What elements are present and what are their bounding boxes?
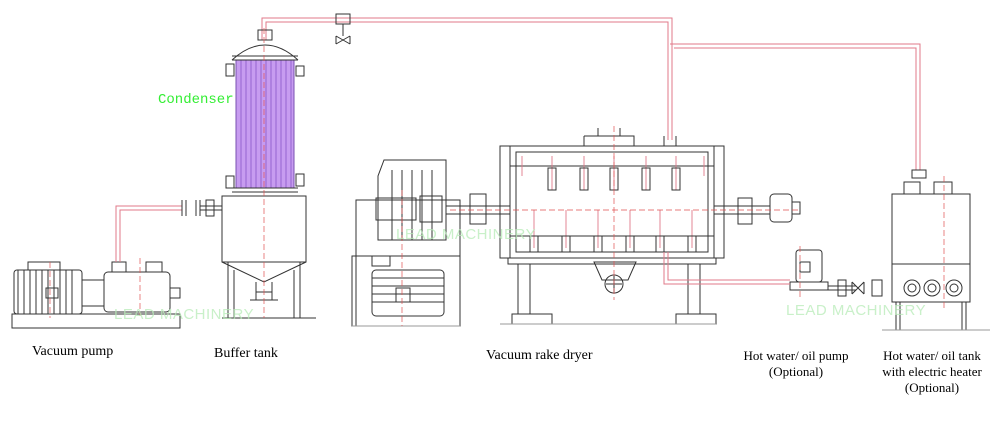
rake-paddles — [521, 156, 705, 248]
pump-pipe — [115, 205, 182, 262]
hot-water-tank-label: Hot water/ oil tank with electric heater… — [868, 348, 996, 396]
vacuum-rake-dryer-label: Vacuum rake dryer — [486, 348, 593, 363]
hot-water-tank-label-line2: with electric heater — [882, 364, 982, 379]
hot-water-tank-label-line3: (Optional) — [904, 380, 960, 395]
hot-water-tank — [891, 181, 971, 330]
pump-flange — [181, 199, 222, 217]
buffer-tank — [221, 195, 316, 319]
drive-motor — [351, 255, 461, 327]
vacuum-pump-label: Vacuum pump — [32, 344, 114, 359]
hot-water-tank-label-line1: Hot water/ oil tank — [883, 348, 981, 363]
buffer-tank-label: Buffer tank — [214, 346, 278, 361]
hot-water-pump — [789, 249, 883, 297]
vacuum-pump-unit — [11, 261, 181, 329]
hot-water-pump-label-line1: Hot water/ oil pump — [743, 348, 849, 363]
overhead-valve — [335, 13, 927, 179]
hot-water-pump-label: Hot water/ oil pump (Optional) — [726, 348, 866, 380]
rake-dryer-body — [499, 128, 725, 325]
watermark-center: LEAD MACHINERY — [396, 226, 537, 243]
overhead-pipe — [261, 17, 921, 170]
drive-gearbox — [355, 159, 500, 327]
watermark-right: LEAD MACHINERY — [786, 302, 927, 319]
hot-water-pump-label-line2: (Optional) — [768, 364, 824, 379]
dryer-shaft — [460, 193, 801, 225]
condenser-label: Condenser — [158, 92, 234, 108]
hot-water-return — [663, 252, 790, 285]
watermark-left: LEAD MACHINERY — [114, 306, 255, 323]
rake-paddle-heads — [529, 167, 697, 253]
condenser — [225, 29, 305, 193]
